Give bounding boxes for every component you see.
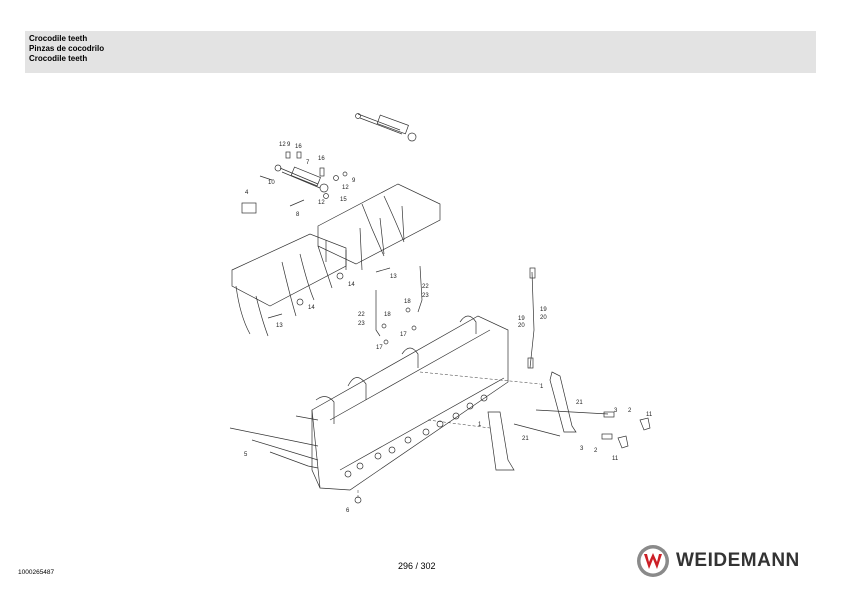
title-english-repeat: Crocodile teeth xyxy=(29,54,88,63)
callout-9a: 9 xyxy=(287,142,291,148)
callout-7: 7 xyxy=(306,160,310,166)
callout-10: 10 xyxy=(268,180,275,186)
callout-labels: 1 1 2 2 3 3 4 5 6 7 8 9 9 10 11 11 12 12… xyxy=(244,142,653,514)
header-bar: Crocodile teeth Pinzas de cocodrilo Croc… xyxy=(25,31,816,73)
callout-12c: 12 xyxy=(318,200,325,206)
guide-lines xyxy=(357,371,541,500)
callout-13b: 13 xyxy=(276,323,283,329)
brand-name: WEIDEMANN xyxy=(676,550,800,571)
callout-23b: 23 xyxy=(358,321,365,327)
callout-11b: 11 xyxy=(612,456,619,462)
weidemann-logo-icon xyxy=(637,545,669,577)
callout-6: 6 xyxy=(346,508,350,514)
callout-12b: 12 xyxy=(342,185,349,191)
callout-17b: 17 xyxy=(400,332,407,338)
callout-23a: 23 xyxy=(422,293,429,299)
callout-13a: 13 xyxy=(390,274,397,280)
callout-9b: 9 xyxy=(352,178,356,184)
callout-14a: 14 xyxy=(348,282,355,288)
callout-18b: 18 xyxy=(384,312,391,318)
page-number: 296 / 302 xyxy=(398,561,436,571)
callout-22b: 22 xyxy=(358,312,365,318)
lower-fork-frame xyxy=(231,233,391,337)
callout-15: 15 xyxy=(340,197,347,203)
fork-tines xyxy=(229,415,319,469)
callout-14b: 14 xyxy=(308,305,315,311)
callout-19b: 19 xyxy=(518,316,525,322)
document-id: 1000265487 xyxy=(18,569,55,576)
callout-17a: 17 xyxy=(376,345,383,351)
title-english: Crocodile teeth xyxy=(29,34,88,43)
callout-2a: 2 xyxy=(628,408,632,414)
bolt-row xyxy=(344,394,488,478)
callout-2b: 2 xyxy=(594,448,598,454)
hydraulic-cylinder-middle xyxy=(241,151,348,214)
callout-22a: 22 xyxy=(422,284,429,290)
callout-21b: 21 xyxy=(522,436,529,442)
callout-20b: 20 xyxy=(518,323,525,329)
callout-1a: 1 xyxy=(540,384,544,390)
callout-19a: 19 xyxy=(540,307,547,313)
callout-1b: 1 xyxy=(478,422,482,428)
callout-3b: 3 xyxy=(580,446,584,452)
callout-4: 4 xyxy=(245,190,249,196)
callout-8: 8 xyxy=(296,212,300,218)
callout-12a: 12 xyxy=(279,142,286,148)
upper-fork-frame xyxy=(317,183,441,271)
callout-3a: 3 xyxy=(614,408,618,414)
callout-11a: 11 xyxy=(646,412,653,418)
hydraulic-hoses xyxy=(375,265,536,369)
hydraulic-cylinder-top xyxy=(355,113,417,142)
title-spanish: Pinzas de cocodrilo xyxy=(29,44,105,53)
callout-18a: 18 xyxy=(404,299,411,305)
grapple-frame xyxy=(311,315,509,504)
callout-16b: 16 xyxy=(318,156,325,162)
callout-21a: 21 xyxy=(576,400,583,406)
crocodile-teeth xyxy=(487,371,651,471)
callout-20a: 20 xyxy=(540,315,547,321)
callout-16a: 16 xyxy=(295,144,302,150)
callout-5: 5 xyxy=(244,452,248,458)
